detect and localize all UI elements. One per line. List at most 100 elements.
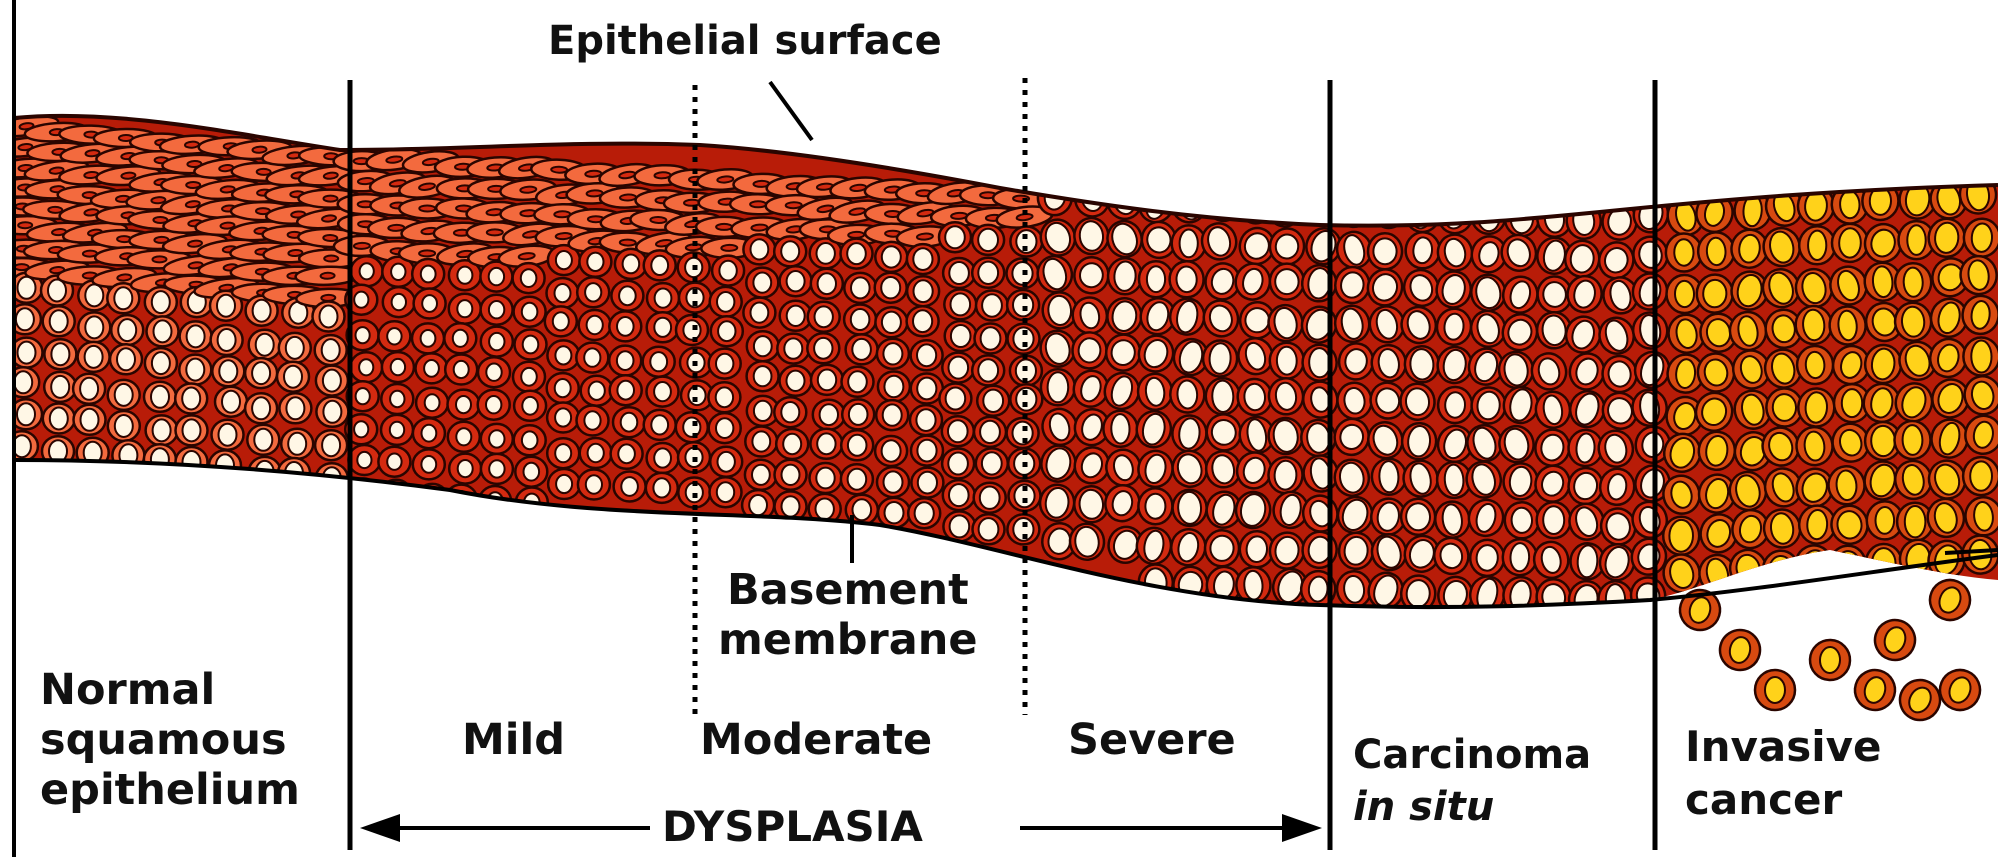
cell — [6, 431, 38, 461]
cell — [679, 283, 711, 313]
cell — [1041, 369, 1075, 405]
cell — [743, 234, 775, 264]
cell — [448, 422, 480, 452]
cell — [776, 429, 808, 459]
cell — [43, 404, 75, 434]
cell — [644, 410, 676, 440]
cell — [609, 346, 641, 376]
cell — [212, 356, 244, 386]
cell — [1696, 274, 1733, 313]
cell — [1335, 190, 1371, 228]
cell — [841, 239, 873, 269]
severe-label: Severe — [1068, 715, 1236, 765]
cell — [514, 297, 546, 327]
cell — [841, 464, 873, 494]
cell — [811, 269, 843, 299]
cell — [179, 355, 211, 385]
cell — [279, 393, 311, 423]
cell — [977, 386, 1009, 416]
cis-label-line2: in situ — [1353, 782, 1494, 832]
cell — [878, 372, 910, 402]
cell — [578, 470, 610, 500]
cell — [413, 418, 445, 448]
cell — [1934, 664, 1986, 716]
cis-label-line1: Carcinoma — [1353, 730, 1591, 780]
cell — [1202, 340, 1238, 378]
cell — [875, 242, 907, 272]
cell — [481, 295, 513, 325]
cell — [647, 312, 679, 342]
dysplasia-arrow-right-head — [1282, 814, 1322, 842]
cell — [547, 278, 579, 308]
cell — [1502, 539, 1537, 576]
cell — [1103, 410, 1138, 447]
cell — [378, 321, 410, 351]
cell — [144, 382, 176, 412]
cell — [1008, 324, 1040, 354]
cell — [249, 330, 281, 360]
cell — [1107, 257, 1143, 295]
cell — [646, 473, 678, 503]
cell — [972, 355, 1004, 385]
cell — [515, 330, 547, 360]
cell — [973, 514, 1005, 544]
cell — [478, 357, 510, 387]
cell — [1893, 673, 1947, 727]
cell — [281, 429, 313, 459]
cell — [145, 287, 177, 317]
cell — [811, 365, 843, 395]
cell — [478, 390, 510, 420]
cell — [73, 374, 105, 404]
cell — [875, 273, 907, 303]
cell — [907, 244, 939, 274]
cell — [846, 334, 878, 364]
cell — [609, 311, 641, 341]
cell — [1138, 488, 1172, 524]
epithelial-surface-leader — [770, 82, 812, 140]
cell — [1924, 574, 1976, 626]
cell — [910, 405, 942, 435]
cell — [943, 480, 975, 510]
cell — [381, 384, 413, 414]
cell — [350, 352, 382, 382]
cell — [808, 302, 840, 332]
cell — [1870, 615, 1920, 665]
cell — [513, 263, 545, 293]
cell — [1371, 458, 1406, 495]
cell — [611, 281, 643, 311]
cell — [175, 384, 207, 414]
cell — [908, 498, 940, 528]
cell — [907, 306, 939, 336]
cell — [1169, 376, 1205, 414]
cell — [774, 236, 806, 266]
cell — [514, 425, 546, 455]
cell — [939, 384, 971, 414]
cell — [279, 333, 311, 363]
cell — [547, 438, 579, 468]
invasive-cell-nests — [1675, 574, 1986, 727]
cell — [875, 436, 907, 466]
cell — [711, 316, 743, 346]
cell — [1832, 223, 1869, 262]
cell — [945, 321, 977, 351]
cell — [1963, 337, 1998, 375]
cell — [1697, 231, 1735, 271]
cell — [911, 374, 943, 404]
cell — [514, 391, 546, 421]
cell — [445, 355, 477, 385]
cell — [547, 373, 579, 403]
cell — [1269, 342, 1304, 379]
cell — [1716, 626, 1764, 674]
cell — [972, 258, 1004, 288]
cell — [875, 307, 907, 337]
normal-label-line1: Normal — [40, 665, 215, 715]
cell — [747, 331, 779, 361]
cell — [180, 321, 212, 351]
cell — [1270, 263, 1304, 299]
cell — [581, 376, 613, 406]
cell — [813, 400, 845, 430]
cell — [1007, 514, 1039, 544]
cell — [1010, 227, 1042, 257]
cell — [78, 312, 110, 342]
basement-membrane-label-line2: membrane — [718, 615, 978, 665]
